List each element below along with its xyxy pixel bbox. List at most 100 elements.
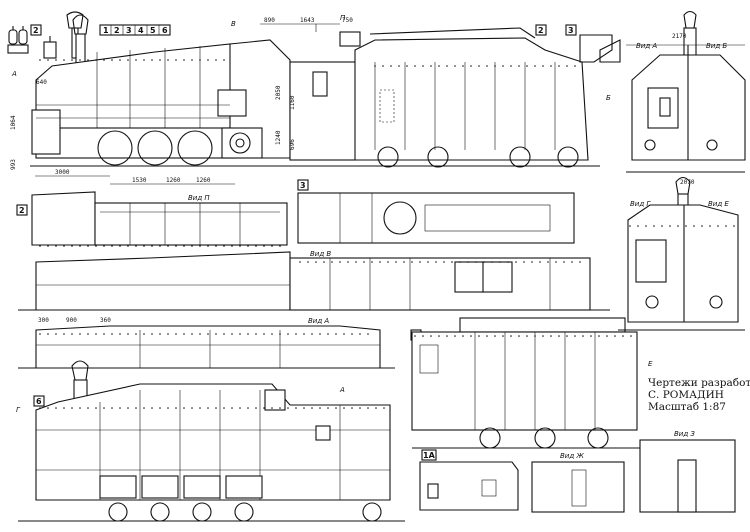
rivet-dot xyxy=(550,65,552,67)
rivet-dot xyxy=(534,65,536,67)
rivet-dot xyxy=(319,407,321,409)
rivet-dot xyxy=(47,407,49,409)
rivet-dot xyxy=(191,245,193,247)
rivet-dot xyxy=(331,261,333,263)
dim-640: 640 xyxy=(36,79,47,86)
rivet-dot xyxy=(39,407,41,409)
rivet-dot xyxy=(470,335,472,337)
end-view-ab xyxy=(626,10,746,173)
rivet-dot xyxy=(630,335,632,337)
rivet-dot xyxy=(335,333,337,335)
rivet-dot xyxy=(111,245,113,247)
rivet-dot xyxy=(287,407,289,409)
rivet-dot xyxy=(614,335,616,337)
rivet-dot xyxy=(478,65,480,67)
rivet-dot xyxy=(71,59,73,61)
marker-b: Б xyxy=(606,94,611,102)
rivet-dot xyxy=(191,59,193,61)
rivet-dot xyxy=(119,407,121,409)
rivet-dot xyxy=(467,261,469,263)
fig2-top-label: 2 xyxy=(538,26,544,35)
rivet-dot xyxy=(375,407,377,409)
rivet-dot xyxy=(351,333,353,335)
rivet-dot xyxy=(159,59,161,61)
rivet-dot xyxy=(127,333,129,335)
elevation-view-a xyxy=(18,325,395,369)
dim-3000: 3000 xyxy=(55,169,70,176)
dim-1260b: 1260 xyxy=(196,177,211,184)
rivet-dot xyxy=(279,245,281,247)
rivet-dot xyxy=(151,245,153,247)
rivet-dot xyxy=(523,261,525,263)
rivet-dot xyxy=(478,335,480,337)
rivet-dot xyxy=(709,225,711,227)
rivet-dot xyxy=(63,59,65,61)
rivet-dot xyxy=(414,335,416,337)
rivet-dot xyxy=(629,225,631,227)
rivet-dot xyxy=(63,333,65,335)
detail-vid-zh xyxy=(531,461,625,513)
rivet-dot xyxy=(279,333,281,335)
marker-a: А xyxy=(11,70,17,78)
rivet-dot xyxy=(547,261,549,263)
rivet-dot xyxy=(199,245,201,247)
fig2-label: 2 xyxy=(33,26,39,35)
rivet-dot xyxy=(491,261,493,263)
rivet-dot xyxy=(422,65,424,67)
rivet-dot xyxy=(71,333,73,335)
fig2-plan-label: 2 xyxy=(19,206,25,215)
rivet-dot xyxy=(669,225,671,227)
rivet-dot xyxy=(175,245,177,247)
rivet-dot xyxy=(390,65,392,67)
rivet-dot xyxy=(542,335,544,337)
rivet-dot xyxy=(363,261,365,263)
rivet-dot xyxy=(637,225,639,227)
rivet-dot xyxy=(71,407,73,409)
rivet-dot xyxy=(95,333,97,335)
rivet-dot xyxy=(183,333,185,335)
rivet-dot xyxy=(435,261,437,263)
fig2-box-top xyxy=(535,24,547,36)
rivet-dot xyxy=(103,407,105,409)
rivet-dot xyxy=(382,65,384,67)
vid-e-label: Вид Е xyxy=(708,200,729,208)
marker-a2: А xyxy=(339,386,345,394)
credit-author-name: С. РОМАДИН xyxy=(648,389,724,401)
fig1a-label: 1А xyxy=(423,451,436,460)
rivet-dot xyxy=(143,245,145,247)
rivet-dot xyxy=(550,335,552,337)
rivet-dot xyxy=(287,333,289,335)
rivet-dot xyxy=(87,407,89,409)
rivet-dot xyxy=(367,333,369,335)
rivet-dot xyxy=(355,261,357,263)
rivet-dot xyxy=(247,333,249,335)
rivet-dot xyxy=(446,335,448,337)
rivet-dot xyxy=(303,333,305,335)
plan-view-p xyxy=(31,191,288,246)
rivet-dot xyxy=(534,335,536,337)
rivet-dot xyxy=(55,59,57,61)
drawing-credit: Чертежи разработал С. РОМАДИН Масштаб 1:… xyxy=(648,377,750,413)
rivet-dot xyxy=(183,407,185,409)
rivet-dot xyxy=(590,335,592,337)
rivet-dot xyxy=(103,245,105,247)
rivet-dot xyxy=(111,333,113,335)
rivet-dot xyxy=(223,59,225,61)
rivet-dot xyxy=(127,245,129,247)
rivet-dot xyxy=(247,407,249,409)
dim-890: 890 xyxy=(264,17,275,24)
strip-digit-6: 6 xyxy=(162,26,168,35)
dim-2170: 2170 xyxy=(672,33,687,40)
rivet-dot xyxy=(239,333,241,335)
strip-digit-4: 4 xyxy=(138,26,144,35)
rivet-dot xyxy=(327,333,329,335)
tender-side-fig5 xyxy=(411,317,640,449)
rivet-dot xyxy=(427,261,429,263)
rivet-dot xyxy=(430,335,432,337)
dim-696: 696 xyxy=(289,139,296,150)
rivet-dot xyxy=(422,335,424,337)
rivet-dot xyxy=(335,407,337,409)
rivet-dot xyxy=(677,225,679,227)
part-bracket xyxy=(579,34,621,63)
